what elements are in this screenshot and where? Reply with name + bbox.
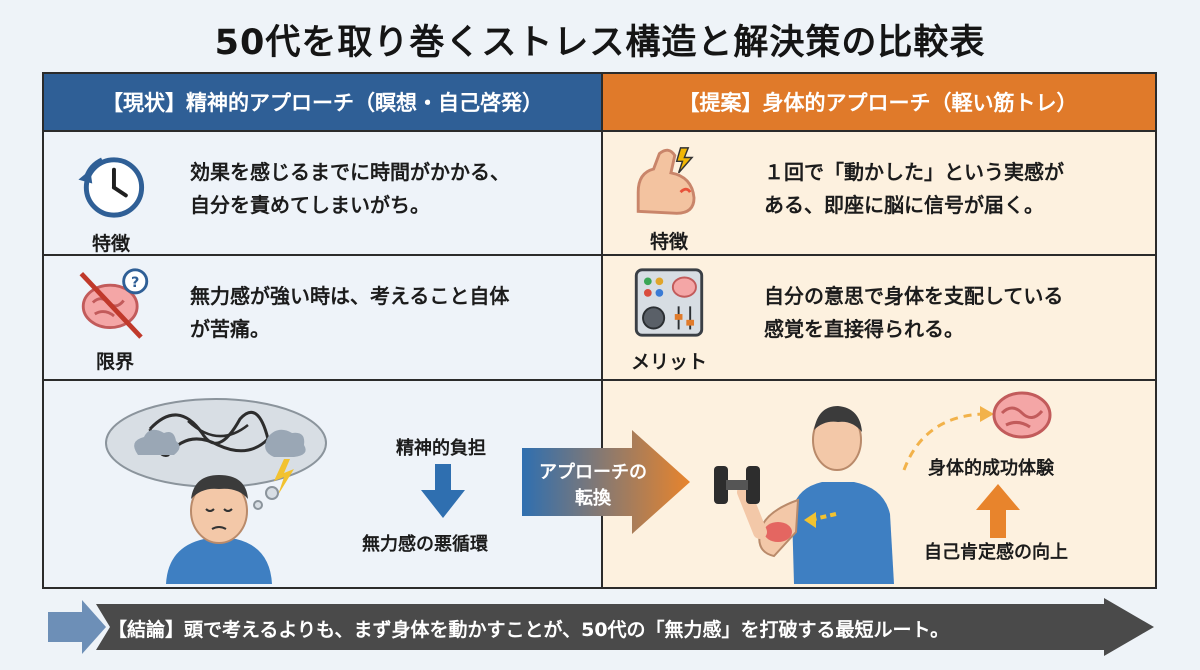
left-column-header: 【現状】精神的アプローチ（瞑想・自己啓発） [44,74,601,130]
exercising-person-illustration [714,406,894,584]
up-arrow-icon [976,484,1020,538]
merit-right-icon-group: メリット [624,264,714,374]
control-panel-icon [634,268,704,337]
approach-turn-line-1: アプローチの [539,462,647,483]
merit-right-line-1: 自分の意思で身体を支配している [764,284,1064,308]
row-divider [44,130,1155,132]
limit-left-line-1: 無力感が強い時は、考えること自体 [190,284,510,308]
flow-right-bottom-label: 自己肯定感の向上 [924,542,1068,563]
feature-left-line-1: 効果を感じるまでに時間がかかる、 [190,160,510,184]
svg-text:?: ? [131,275,139,291]
feature-left-icon-group: 特徴 [66,146,156,256]
approach-turn-arrow [522,430,690,534]
limit-left-label: 限界 [95,351,134,373]
flow-right-top-label: 身体的成功体験 [928,458,1054,479]
limit-left-icon-group: ? 限界 [70,264,160,374]
merit-right-line-2: 感覚を直接得られる。 [764,317,964,341]
page-title: 50代を取り巻くストレス構造と解決策の比較表 [214,23,986,63]
flow-left-top-label: 精神的負担 [396,438,486,459]
feature-right-text: １回で「動かした」という実感が ある、即座に脳に信号が届く。 [764,156,1064,222]
feature-right-line-2: ある、即座に脳に信号が届く。 [764,193,1044,217]
clock-icon [78,157,145,218]
approach-turn-line-2: 転換 [575,488,611,509]
crossed-brain-icon: ? [79,268,149,339]
column-divider [601,74,603,587]
right-column-header: 【提案】身体的アプローチ（軽い筋トレ） [601,74,1155,130]
row-divider [44,254,1155,256]
flexed-arm-icon [636,147,696,215]
approach-turn-label: アプローチの 転換 [528,460,658,512]
down-arrow-icon [421,464,465,518]
conclusion-text: 【結論】頭で考えるよりも、まず身体を動かすことが、50代の「無力感」を打破する最… [108,618,950,641]
conclusion-banner [48,598,1154,656]
feature-left-line-2: 自分を責めてしまいがち。 [190,193,430,217]
brain-icon [992,391,1052,439]
comparison-table: 【現状】精神的アプローチ（瞑想・自己啓発） 【提案】身体的アプローチ（軽い筋トレ… [42,72,1157,589]
flow-left-bottom-label: 無力感の悪循環 [362,534,488,555]
row-divider [44,379,1155,381]
stressed-person-illustration [105,398,327,584]
signal-to-brain-icon [902,406,994,471]
limit-left-text: 無力感が強い時は、考えること自体 が苦痛。 [190,280,509,346]
feature-right-line-1: １回で「動かした」という実感が [764,160,1064,184]
merit-right-text: 自分の意思で身体を支配している 感覚を直接得られる。 [764,280,1063,346]
feature-left-label: 特徴 [91,233,130,255]
limit-left-line-2: が苦痛。 [190,317,270,341]
feature-right-icon-group: 特徴 [624,144,714,254]
feature-left-text: 効果を感じるまでに時間がかかる、 自分を責めてしまいがち。 [190,156,510,222]
feature-right-label: 特徴 [649,231,688,253]
merit-right-label: メリット [630,351,707,373]
